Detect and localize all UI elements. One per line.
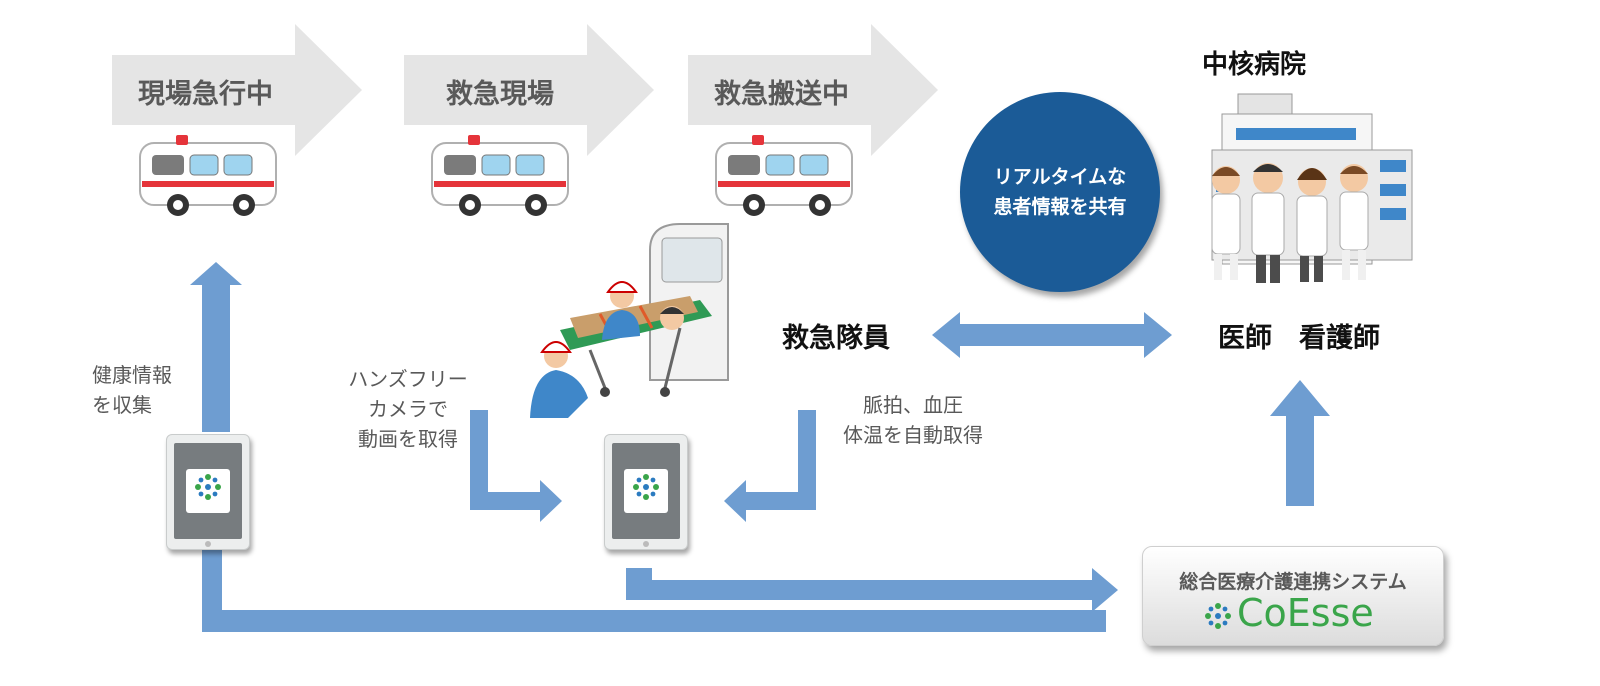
stage-arrow-2 xyxy=(404,24,654,156)
stage-label-2: 救急現場 xyxy=(446,79,554,110)
stretcher-rescue-illustration xyxy=(530,223,729,418)
ambulance-icon xyxy=(715,135,853,216)
health-info-note: 健康情報 を収集 xyxy=(92,360,172,420)
ambulance-icon xyxy=(139,135,277,216)
double-arrow xyxy=(932,312,1172,358)
coesse-logo-text: CoEsse xyxy=(1237,591,1374,635)
camera-note-line-3: 動画を取得 xyxy=(358,427,458,451)
stage-arrow-3 xyxy=(688,24,938,156)
up-arrow-left xyxy=(190,262,242,432)
staff-label: 医師 看護師 xyxy=(1218,323,1380,354)
camera-note: ハンズフリー カメラで 動画を取得 xyxy=(340,364,476,454)
hospital-title: 中核病院 xyxy=(1202,50,1307,80)
camera-elbow-arrow xyxy=(470,410,562,522)
stage-label-1: 現場急行中 xyxy=(138,79,273,110)
tablet-home-button xyxy=(643,541,649,547)
vitals-note-line-2: 体温を自動取得 xyxy=(843,423,983,447)
tablet-screen xyxy=(174,443,242,539)
vitals-elbow-arrow xyxy=(724,410,816,522)
health-note-line-2: を収集 xyxy=(92,393,152,417)
coesse-logo-icon xyxy=(633,474,659,500)
camera-note-line-2: カメラで xyxy=(368,397,448,421)
doctor-nurse-illustration xyxy=(1211,163,1369,283)
coesse-logo-icon xyxy=(1205,603,1231,629)
vitals-note-line-1: 脈拍、血圧 xyxy=(863,393,963,417)
health-data-path xyxy=(202,548,1106,632)
camera-note-line-1: ハンズフリー xyxy=(348,367,468,391)
tablet-center xyxy=(604,434,688,550)
up-arrow-right xyxy=(1270,380,1330,506)
coesse-system-box: 総合医療介護連携システム CoEsse xyxy=(1142,546,1444,646)
tablet-screen xyxy=(612,443,680,539)
vitals-note: 脈拍、血圧 体温を自動取得 xyxy=(826,390,1000,450)
realtime-sharing-circle: リアルタイムな 患者情報を共有 xyxy=(960,92,1160,292)
system-name: 総合医療介護連携システム xyxy=(1179,571,1407,593)
coesse-app-icon xyxy=(186,469,230,513)
stage-arrow-1 xyxy=(112,24,362,156)
circle-line-2: 患者情報を共有 xyxy=(993,196,1127,218)
paramedic-label: 救急隊員 xyxy=(782,323,890,354)
health-note-line-1: 健康情報 xyxy=(92,363,172,387)
tablet-home-button xyxy=(205,541,211,547)
to-system-arrow xyxy=(626,568,1118,612)
stage-label-3: 救急搬送中 xyxy=(714,79,849,110)
coesse-logo-icon xyxy=(195,474,221,500)
circle-line-1: リアルタイムな xyxy=(993,166,1127,188)
ambulance-icon xyxy=(431,135,569,216)
tablet-left xyxy=(166,434,250,550)
coesse-app-icon xyxy=(624,469,668,513)
